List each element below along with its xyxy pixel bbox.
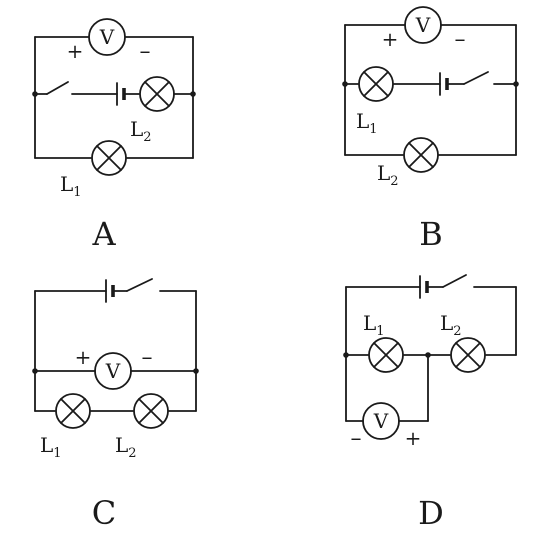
- voltmeter-a: V: [88, 18, 126, 56]
- battery-d: [419, 275, 429, 299]
- lamp-a-l1-label: L1: [60, 172, 82, 200]
- battery-b: [439, 72, 449, 96]
- lamp-b-l1: [358, 66, 394, 102]
- lamp-a-l2: [139, 76, 175, 112]
- lamp-c-l1: [55, 393, 91, 429]
- battery-c: [105, 279, 115, 303]
- lamp-c-l2: [133, 393, 169, 429]
- switch-a: [46, 81, 69, 95]
- voltmeter-c-label: V: [105, 359, 121, 383]
- voltmeter-a-label: V: [99, 25, 115, 49]
- switch-c: [126, 278, 153, 292]
- option-c-label: C: [92, 494, 116, 532]
- voltmeter-a-minus: –: [140, 39, 151, 64]
- voltmeter-b-minus: –: [455, 27, 466, 52]
- circuit-b: V + – L1 L2 B: [342, 6, 519, 253]
- switch-d: [442, 274, 467, 288]
- lamp-b-l1-label: L1: [356, 109, 378, 137]
- voltmeter-b-plus: +: [382, 27, 399, 51]
- lamp-a-l2-label: L2: [130, 117, 152, 145]
- voltmeter-c-minus: –: [142, 345, 153, 370]
- voltmeter-c: V: [94, 352, 132, 390]
- lamp-a-l1: [91, 140, 127, 176]
- lamp-c-l2-label: L2: [115, 433, 137, 461]
- lamp-b-l2: [403, 137, 439, 173]
- lamp-d-l2: [450, 337, 486, 373]
- circuit-a: V + – L2 L1 A: [32, 18, 196, 253]
- voltmeter-d: V: [362, 402, 400, 440]
- lamp-d-l2-label: L2: [440, 311, 462, 339]
- option-b-label: B: [419, 215, 443, 253]
- lamp-b-l2-label: L2: [377, 161, 399, 189]
- voltmeter-c-plus: +: [75, 345, 92, 369]
- lamp-d-l1-label: L1: [363, 311, 385, 339]
- circuit-c: V + – L1 L2 C: [32, 278, 199, 532]
- voltmeter-d-plus: +: [405, 426, 422, 450]
- voltmeter-b-label: V: [415, 13, 431, 37]
- lamp-c-l1-label: L1: [40, 433, 62, 461]
- lamp-d-l1: [368, 337, 404, 373]
- voltmeter-b: V: [404, 6, 442, 44]
- voltmeter-d-minus: –: [351, 426, 362, 451]
- switch-b: [463, 71, 489, 85]
- battery-a: [116, 82, 126, 106]
- option-a-label: A: [91, 215, 116, 253]
- voltmeter-a-plus: +: [67, 39, 84, 63]
- option-d-label: D: [418, 494, 444, 532]
- circuit-d: L1 L2 V – + D: [343, 274, 517, 532]
- voltmeter-d-label: V: [373, 409, 389, 433]
